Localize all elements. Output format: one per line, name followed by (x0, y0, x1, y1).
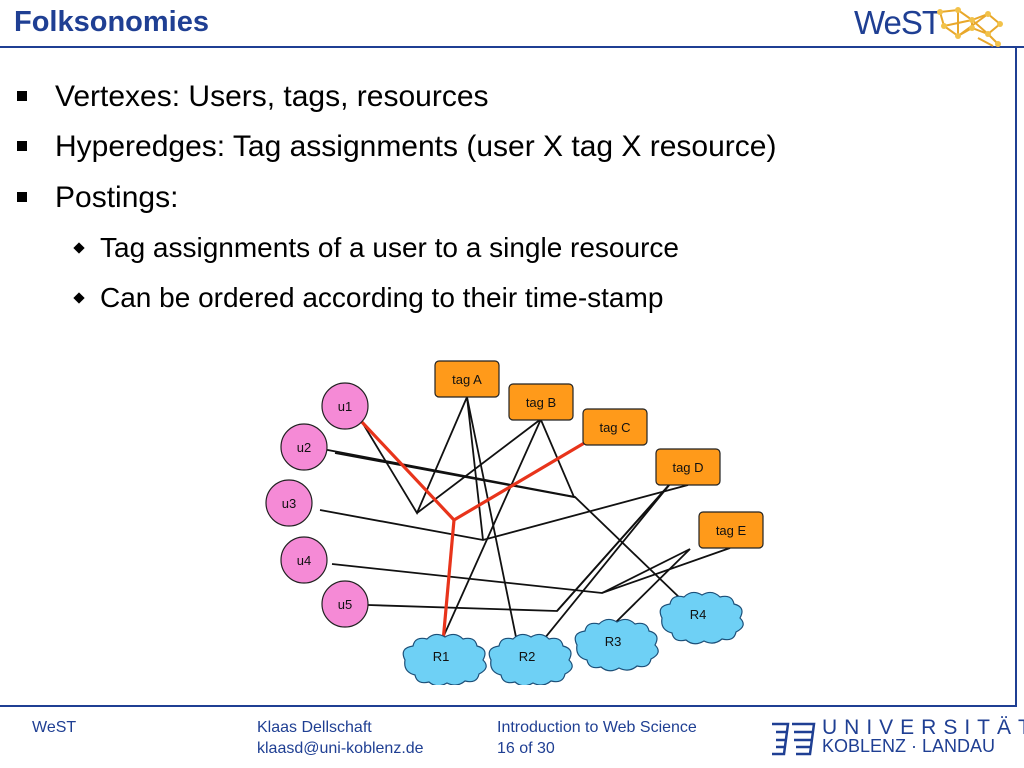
footer-course: Introduction to Web Science 16 of 30 (497, 717, 697, 759)
bullet-text: Vertexes: Users, tags, resources (55, 80, 489, 113)
slide-title: Folksonomies (14, 6, 209, 38)
tag-node-label: tag A (452, 372, 482, 387)
tag-node-label: tag B (526, 395, 556, 410)
user-node-label: u5 (338, 597, 352, 612)
hyperedge-line (601, 548, 691, 627)
footer-author-name: Klaas Dellschaft (257, 719, 372, 736)
tag-node-label: tag E (716, 523, 747, 538)
user-node-label: u4 (297, 553, 311, 568)
resource-node-label: R3 (605, 634, 622, 649)
bullet-item: Postings: (17, 181, 179, 215)
bullet-item: Hyperedges: Tag assignments (user X tag … (17, 130, 777, 164)
bullet-text: Hyperedges: Tag assignments (user X tag … (55, 130, 777, 163)
square-bullet-icon (17, 141, 27, 151)
user-node (265, 479, 313, 527)
resource-node (488, 633, 573, 685)
tag-node (434, 360, 500, 398)
user-node (280, 536, 328, 584)
resource-node-label: R4 (690, 607, 707, 622)
hyperedge-line (319, 484, 689, 541)
header-rule (0, 46, 1024, 48)
university-campus: KOBLENZ · LANDAU (822, 736, 996, 756)
sub-bullet-item: Can be ordered according to their time-s… (73, 282, 664, 314)
tag-node-label: tag D (672, 460, 703, 475)
west-logo-text: WeST (854, 4, 942, 41)
tag-node (698, 511, 764, 549)
sub-bullet-text: Can be ordered according to their time-s… (100, 282, 664, 313)
user-node (321, 580, 369, 628)
folksonomy-hypergraph: u1 u2 u3 u4 u5 tag A tag B tag C tag D tag E R1 R2 R… (265, 360, 764, 685)
sub-bullet-text: Tag assignments of a user to a single re… (100, 232, 679, 263)
resource-node-label: R1 (433, 649, 450, 664)
west-logo: WeST (848, 2, 1008, 48)
footer-author-email: klaasd@uni-koblenz.de (257, 740, 424, 757)
diamond-bullet-icon (73, 242, 85, 254)
bullet-item: Vertexes: Users, tags, resources (17, 80, 489, 114)
square-bullet-icon (17, 192, 27, 202)
hyperedge-line (367, 484, 670, 612)
tag-node (655, 448, 721, 486)
resource-node (402, 633, 487, 685)
footer-course-name: Introduction to Web Science (497, 719, 697, 736)
user-node (280, 423, 328, 471)
user-node (321, 382, 369, 430)
hyperedge-line (311, 446, 683, 601)
resource-node-label: R2 (519, 649, 536, 664)
university-logo: UNIVERSITÄT KOBLENZ · LANDAU (768, 716, 1024, 758)
tag-node (508, 383, 574, 421)
footer-org: WeST (32, 719, 77, 736)
tag-node-label: tag C (599, 420, 630, 435)
hyperedge-line (361, 396, 468, 515)
footer-author: Klaas Dellschaft klaasd@uni-koblenz.de (257, 717, 424, 759)
bullet-text: Postings: (55, 181, 179, 214)
footer-rule (0, 705, 1017, 707)
nodes: u1 u2 u3 u4 u5 tag A tag B tag C tag D tag E R1 R2 R… (265, 360, 764, 685)
tag-node (582, 408, 648, 446)
hyperedge-line (466, 396, 518, 643)
resource-node (659, 591, 744, 645)
west-network-icon (937, 7, 1003, 47)
user-node-label: u2 (297, 440, 311, 455)
square-bullet-icon (17, 91, 27, 101)
right-rule (1015, 46, 1017, 706)
sub-bullet-item: Tag assignments of a user to a single re… (73, 232, 679, 264)
resource-node (574, 618, 659, 672)
hyperedge-line (331, 547, 731, 594)
diamond-bullet-icon (73, 292, 85, 304)
university-name: UNIVERSITÄT (822, 716, 1024, 739)
user-node-label: u3 (282, 496, 296, 511)
university-emblem-icon (772, 722, 816, 756)
highlighted-posting-edge (441, 519, 456, 643)
user-node-label: u1 (338, 399, 352, 414)
footer-page-number: 16 of 30 (497, 740, 555, 757)
